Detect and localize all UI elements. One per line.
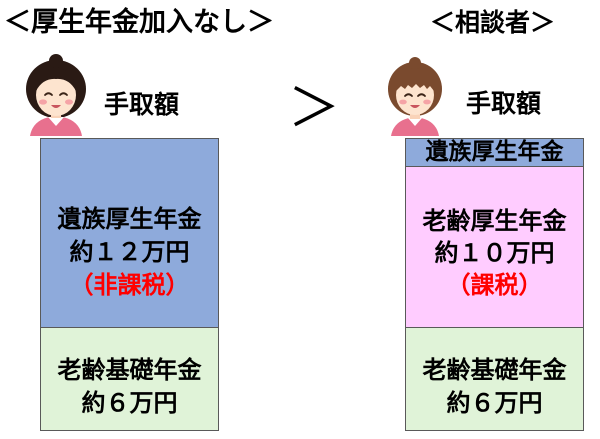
right-survivor-pension-block: 遺族厚生年金 bbox=[405, 138, 584, 167]
right-basic-pension-block: 老齢基礎年金 約６万円 bbox=[405, 327, 584, 431]
woman-icon bbox=[383, 56, 447, 136]
pension-name: 遺族厚生年金 bbox=[57, 205, 202, 233]
greater-than-symbol: ＞ bbox=[288, 79, 341, 139]
pension-name: 遺族厚生年金 bbox=[425, 139, 564, 165]
pension-amount: 約６万円 bbox=[81, 389, 178, 417]
pension-amount: 約６万円 bbox=[446, 389, 543, 417]
take-home-label-right: 手取額 bbox=[466, 89, 542, 118]
left-basic-pension-block: 老齢基礎年金 約６万円 bbox=[40, 327, 219, 431]
header-no-employee-pension: ＜厚生年金加入なし＞ bbox=[4, 7, 274, 38]
tax-note: （課税） bbox=[446, 271, 543, 299]
pension-name: 老齢厚生年金 bbox=[422, 207, 567, 235]
header-consultant: ＜相談者＞ bbox=[430, 8, 556, 37]
right-old-age-employee-pension-block: 老齢厚生年金 約１０万円 （課税） bbox=[405, 166, 584, 328]
pension-name: 老齢基礎年金 bbox=[57, 356, 202, 384]
pension-name: 老齢基礎年金 bbox=[422, 356, 567, 384]
take-home-label-left: 手取額 bbox=[104, 90, 180, 119]
left-survivor-pension-block: 遺族厚生年金 約１２万円 （非課税） bbox=[40, 138, 219, 328]
tax-note: （非課税） bbox=[69, 271, 190, 299]
pension-amount: 約１０万円 bbox=[434, 239, 555, 267]
middle-aged-woman-icon bbox=[22, 54, 90, 136]
pension-amount: 約１２万円 bbox=[69, 238, 190, 266]
